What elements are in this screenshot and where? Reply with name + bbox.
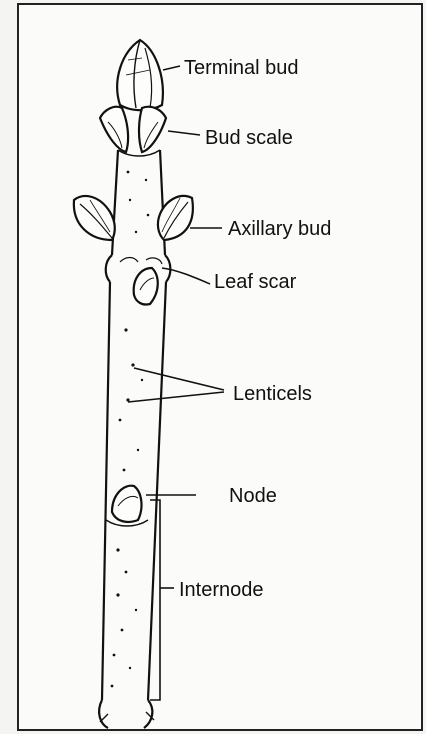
label-axillary-bud: Axillary bud [228, 219, 331, 239]
label-internode: Internode [179, 580, 264, 600]
label-leaf-scar: Leaf scar [214, 272, 296, 292]
figure-border [18, 4, 422, 730]
label-terminal-bud: Terminal bud [184, 58, 299, 78]
label-lenticels: Lenticels [233, 384, 312, 404]
label-bud-scale: Bud scale [205, 128, 293, 148]
label-node: Node [229, 486, 277, 506]
